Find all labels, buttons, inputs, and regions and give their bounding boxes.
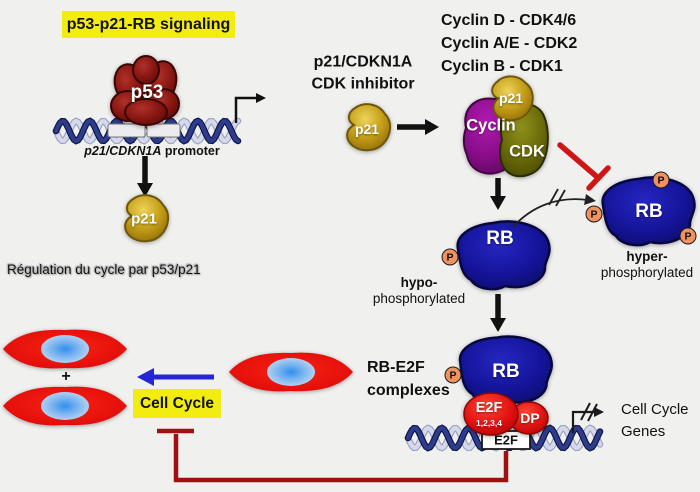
promoter-word: promoter xyxy=(164,144,220,158)
hypo-phospho-word: phosphorylated xyxy=(372,291,466,306)
phosphate-badge-rbe2f: P xyxy=(444,366,462,384)
cell-cycle-label: Cell Cycle xyxy=(139,394,215,412)
rb-e2f-dp-complex xyxy=(457,333,554,436)
french-caption: Régulation du cycle par p53/p21 xyxy=(7,262,201,277)
hyper-phospho-word: phosphorylated xyxy=(600,265,694,280)
promoter-element-boxes xyxy=(107,123,181,138)
cdk-inhibitor-line1: p21/CDKN1A xyxy=(313,53,413,71)
phosphate-badge-hyper-left: P xyxy=(585,205,603,223)
genes-line1: Cell Cycle xyxy=(621,401,689,418)
genes-line2: Genes xyxy=(621,422,666,440)
daughter-cell-bottom xyxy=(3,386,127,426)
phosphate-badge-hypo: P xyxy=(441,248,459,266)
cdk-label: CDK xyxy=(509,142,545,161)
promoter-gene: p21/CDKN1A xyxy=(84,144,162,158)
dp-label: DP xyxy=(520,410,540,426)
pair-cyclin-d: Cyclin D - CDK4/6 xyxy=(441,12,577,29)
p21-complex-label: p21 xyxy=(498,90,524,106)
pair-cyclin-ae: Cyclin A/E - CDK2 xyxy=(441,35,578,53)
hypo-word: hypo- xyxy=(400,275,438,290)
hypo-caption: hypo- phosphorylated xyxy=(373,275,465,307)
cyclin-cdk-pairs-list: Cyclin D - CDK4/6 Cyclin A/E - CDK2 Cycl… xyxy=(441,9,577,79)
plus-sign: + xyxy=(61,368,71,385)
cdk-inhibitor-line2: CDK inhibitor xyxy=(311,75,415,92)
p53-label: p53 xyxy=(130,82,164,103)
cdk-inhibitor-label: p21/CDKN1A CDK inhibitor xyxy=(311,52,414,95)
pair-cyclin-b: Cyclin B - CDK1 xyxy=(441,58,563,76)
hyper-word: hyper- xyxy=(626,249,668,264)
blocked-phosphorylation-arrow xyxy=(512,188,596,228)
title-box: p53-p21-RB signaling xyxy=(62,11,235,38)
cell-cycle-genes-label: Cell Cycle Genes xyxy=(621,399,689,442)
rbe2f-line2: complexes xyxy=(367,382,450,399)
e2f-site-label: E2F xyxy=(494,432,518,448)
inhibition-cdk-to-hyper-rb xyxy=(557,142,611,191)
arrow-p21-to-complex xyxy=(397,119,439,135)
rbe2f-line1: RB-E2F xyxy=(367,359,425,376)
e2f-subunits-label: 1,2,3,4 xyxy=(476,418,502,428)
cell-cycle-box: Cell Cycle xyxy=(133,389,221,418)
promoter-label: p21/CDKN1A promoter xyxy=(84,144,219,158)
cyclin-label: Cyclin xyxy=(466,116,516,135)
p21-middle-label: p21 xyxy=(354,121,380,137)
phosphate-badge-hyper-top: P xyxy=(652,171,670,189)
parent-cell xyxy=(229,352,353,392)
cdk-protein xyxy=(499,103,549,178)
cyclin-cdk-complex xyxy=(462,71,549,178)
transcription-start-arrow xyxy=(234,93,266,123)
e2f-label: E2F xyxy=(475,400,503,416)
arrow-p53-to-p21 xyxy=(137,156,153,197)
p53-protein xyxy=(110,55,180,126)
blocked-transcription-arrow xyxy=(571,402,604,433)
arrow-complex-to-rb xyxy=(490,178,506,210)
rb-hypo-label: RB xyxy=(486,228,514,249)
e2f-protein xyxy=(463,392,519,436)
rb-hyper-label: RB xyxy=(635,201,663,222)
phosphate-badge-hyper-right: P xyxy=(679,227,697,245)
daughter-cell-top xyxy=(3,329,127,369)
rb-bottom-label: RB xyxy=(492,361,520,382)
hyper-caption: hyper- phosphorylated xyxy=(601,249,693,281)
cell-division-arrow xyxy=(137,368,214,386)
rbe2f-caption: RB-E2F complexes xyxy=(367,356,450,402)
p21-left-label: p21 xyxy=(131,210,157,228)
inhibition-e2f-to-cellcycle xyxy=(157,428,509,483)
title-label: p53-p21-RB signaling xyxy=(66,15,231,33)
arrow-rb-to-rbe2f xyxy=(490,294,506,332)
